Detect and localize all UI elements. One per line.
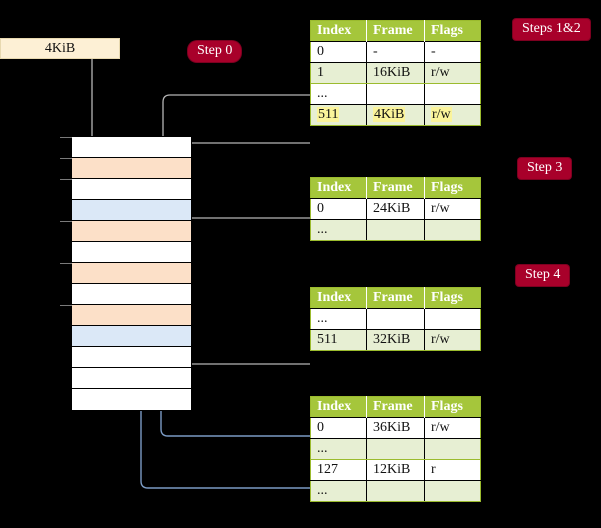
highlighted-value: 4KiB [373, 107, 406, 122]
column-header-index: Index [310, 287, 367, 309]
memory-frame-1 [60, 158, 191, 179]
memory-frame-3 [72, 200, 191, 221]
table-row: ... [310, 83, 481, 105]
cell-index: 0 [310, 198, 367, 220]
cell-index: ... [310, 308, 367, 330]
cell-frame [366, 308, 425, 330]
cell-flags: r [424, 459, 481, 481]
cell-flags [424, 219, 481, 241]
cell-index: 127 [310, 459, 367, 481]
cell-index: 511 [310, 329, 367, 351]
badge-step-3: Step 3 [518, 158, 572, 180]
cell-frame: 12KiB [366, 459, 425, 481]
table-row: ... [310, 480, 481, 502]
memory-frame-2 [60, 179, 191, 200]
table-row: ... [310, 438, 481, 460]
cell-frame: - [366, 41, 425, 63]
memory-frame-5 [72, 242, 191, 263]
memory-frame-tick-8 [60, 305, 72, 306]
cell-frame: 24KiB [366, 198, 425, 220]
memory-frame-8 [60, 305, 191, 326]
memory-frame-6 [60, 263, 191, 284]
cell-frame: 36KiB [366, 417, 425, 439]
cell-flags [424, 83, 481, 105]
cell-index: ... [310, 83, 367, 105]
table-row: ... [310, 219, 481, 241]
cell-frame [366, 480, 425, 502]
cell-flags: r/w [424, 329, 481, 351]
cell-index: 1 [310, 62, 367, 84]
physical-memory-column [60, 136, 192, 411]
cell-frame [366, 219, 425, 241]
cell-index: ... [310, 219, 367, 241]
cell-frame: 16KiB [366, 62, 425, 84]
memory-frame-tick-4 [60, 221, 72, 222]
column-header-frame: Frame [366, 20, 425, 42]
column-header-flags: Flags [424, 287, 481, 309]
memory-frame-10 [72, 347, 191, 368]
memory-frame-tick-1 [60, 158, 72, 159]
cell-index: ... [310, 480, 367, 502]
badge-step-0: Step 0 [188, 41, 242, 63]
cell-flags: r/w [424, 104, 481, 126]
column-header-frame: Frame [366, 287, 425, 309]
cell-frame [366, 83, 425, 105]
column-header-index: Index [310, 396, 367, 418]
column-header-flags: Flags [424, 177, 481, 199]
cell-flags: - [424, 41, 481, 63]
column-header-frame: Frame [366, 177, 425, 199]
cell-index: 511 [310, 104, 367, 126]
table-row: 511 4KiB r/w [310, 104, 481, 126]
source-page-label: 4KiB [44, 40, 76, 56]
table-row: 0-- [310, 41, 481, 63]
memory-frame-7 [72, 284, 191, 305]
memory-frame-0 [60, 137, 191, 158]
badge-step-4: Step 4 [516, 265, 570, 287]
cell-flags [424, 480, 481, 502]
column-header-index: Index [310, 20, 367, 42]
cell-flags: r/w [424, 198, 481, 220]
memory-frame-12 [72, 389, 191, 410]
cell-index: ... [310, 438, 367, 460]
column-header-frame: Frame [366, 396, 425, 418]
cell-flags [424, 308, 481, 330]
memory-frame-tick-0 [60, 137, 72, 138]
cell-frame: 32KiB [366, 329, 425, 351]
cell-index: 0 [310, 417, 367, 439]
highlighted-value: r/w [431, 107, 452, 122]
cell-frame [366, 438, 425, 460]
cell-flags: r/w [424, 62, 481, 84]
column-header-flags: Flags [424, 20, 481, 42]
badge-steps-1-2: Steps 1&2 [513, 19, 590, 41]
cell-flags: r/w [424, 417, 481, 439]
cell-frame: 4KiB [366, 104, 425, 126]
column-header-index: Index [310, 177, 367, 199]
memory-frame-tick-6 [60, 263, 72, 264]
source-page-box: 4KiB [0, 38, 120, 59]
memory-frame-11 [72, 368, 191, 389]
column-header-flags: Flags [424, 396, 481, 418]
cell-index: 0 [310, 41, 367, 63]
memory-frame-4 [60, 221, 191, 242]
table-row: ... [310, 308, 481, 330]
cell-flags [424, 438, 481, 460]
memory-frame-tick-2 [60, 179, 72, 180]
highlighted-value: 511 [317, 107, 340, 122]
memory-frame-9 [72, 326, 191, 347]
